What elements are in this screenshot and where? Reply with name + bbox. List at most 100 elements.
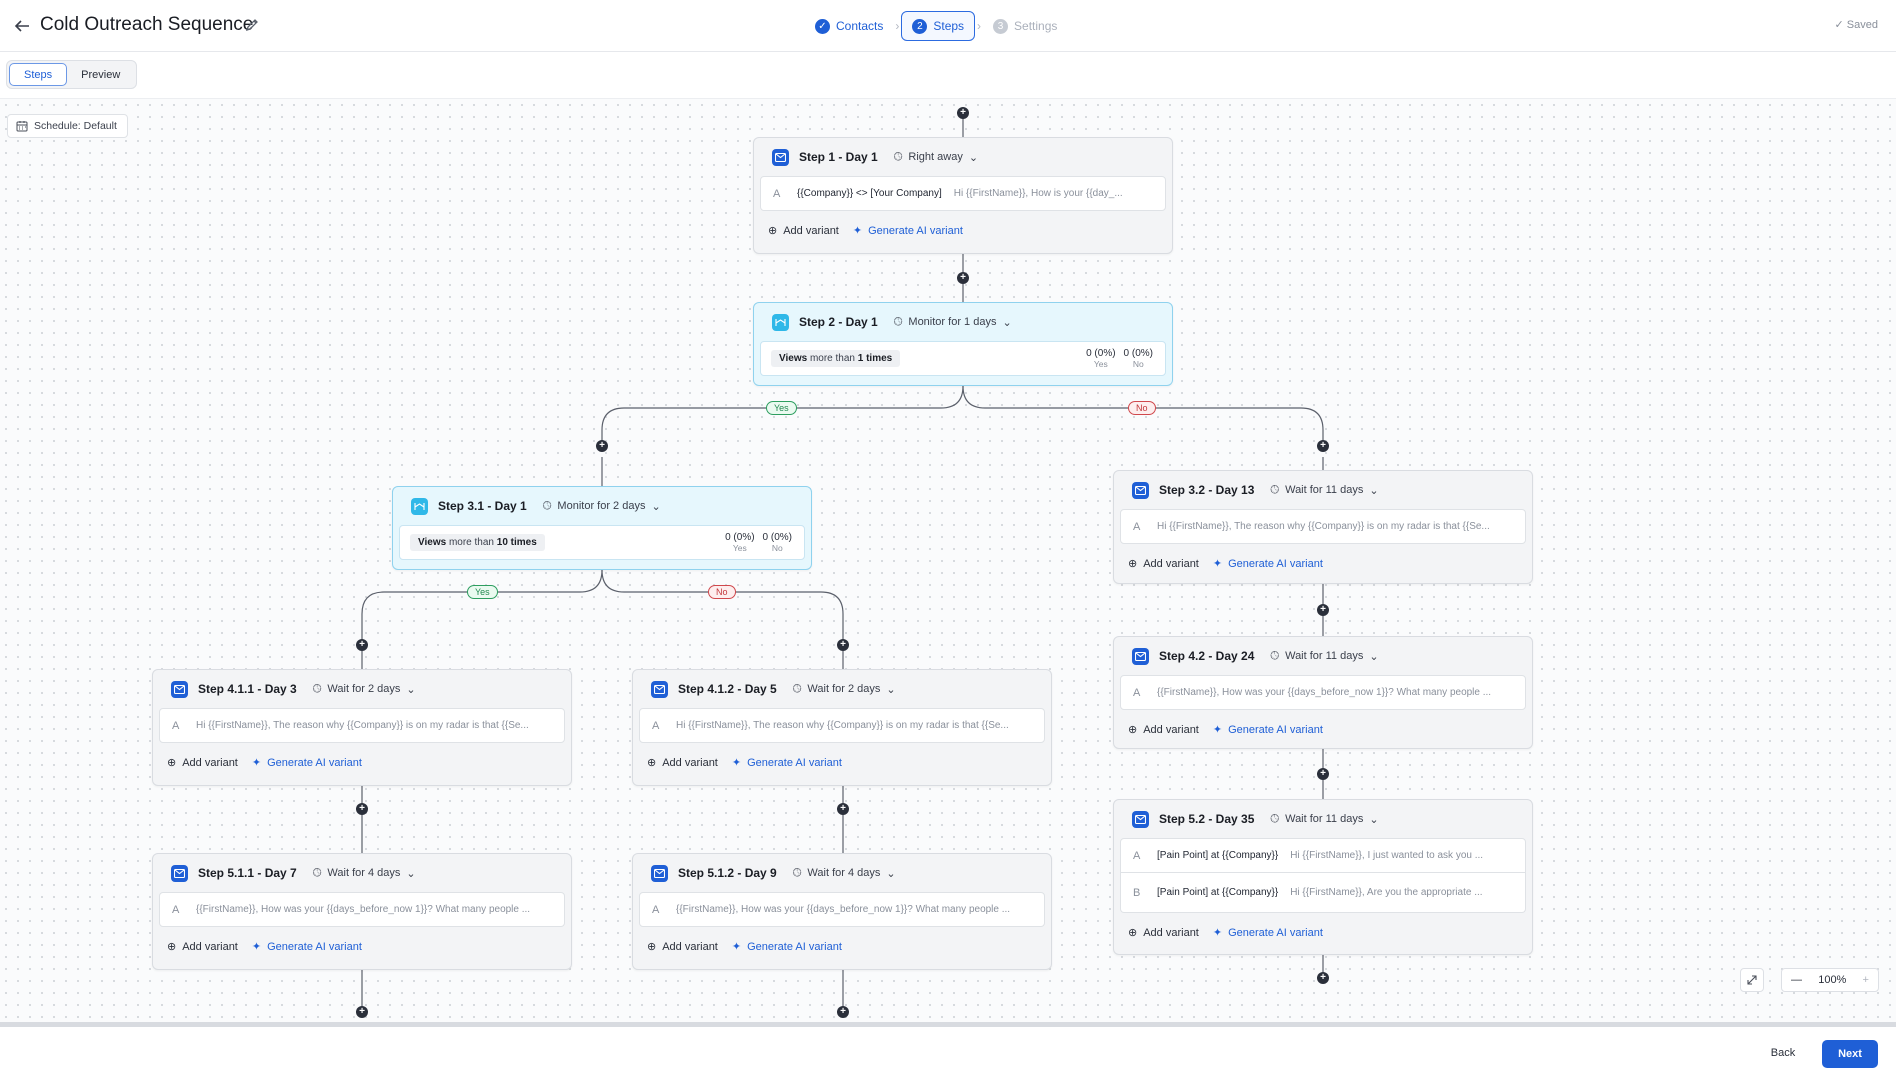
check-icon: ✓ [815, 18, 830, 34]
add-step-button[interactable]: + [1317, 972, 1329, 984]
step-card-4-2[interactable]: Step 4.2 - Day 24 🕓︎Wait for 11 days⌄ A … [1113, 636, 1533, 749]
zoom-in-button[interactable]: + [1862, 974, 1869, 986]
wizard-step-settings[interactable]: 3 Settings [983, 11, 1067, 41]
variant-row[interactable]: A {{FirstName}}, How was your {{days_bef… [1120, 675, 1526, 710]
add-step-button[interactable]: + [356, 639, 368, 651]
add-step-button[interactable]: + [957, 107, 969, 119]
next-button[interactable]: Next [1822, 1040, 1878, 1068]
generate-ai-variant-button[interactable]: ✦Generate AI variant [251, 940, 362, 954]
variant-row[interactable]: A {{FirstName}}, How was your {{days_bef… [159, 892, 565, 927]
chevron-right-icon: › [977, 19, 982, 33]
timing-label: Wait for 11 days [1285, 650, 1364, 662]
sparkles-icon: ✦ [731, 941, 742, 953]
variant-body: Hi {{FirstName}}, Are you the appropriat… [1290, 887, 1483, 898]
wizard-step-steps[interactable]: 2 Steps [901, 11, 976, 41]
monitor-condition[interactable]: Views more than 10 times 0 (0%)Yes 0 (0%… [399, 525, 805, 560]
timing-label: Wait for 2 days [327, 683, 401, 695]
tab-steps[interactable]: Steps [9, 63, 68, 86]
variant-subject: {{Company}} <> [Your Company] [797, 188, 942, 199]
no-label: No [771, 543, 783, 553]
mail-icon [772, 148, 789, 166]
variant-row[interactable]: B [Pain Point] at {{Company}} Hi {{First… [1120, 873, 1526, 913]
footer-bar [0, 1027, 1896, 1075]
generate-ai-variant-button[interactable]: ✦Generate AI variant [1213, 926, 1323, 940]
step-card-5-1-2[interactable]: Step 5.1.2 - Day 9 🕓︎Wait for 4 days⌄ A … [632, 853, 1052, 970]
generate-ai-variant-button[interactable]: ✦ Generate AI variant [1212, 557, 1323, 571]
timing-dropdown[interactable]: 🕓︎Right away⌄ [894, 151, 978, 164]
add-variant-button[interactable]: ⊕Add variant [167, 756, 238, 770]
timing-dropdown[interactable]: 🕓︎Wait for 11 days⌄ [1270, 813, 1378, 826]
add-variant-button[interactable]: ⊕Add variant [167, 940, 238, 954]
sparkles-icon: ✦ [251, 941, 262, 953]
variant-letter: A [773, 187, 781, 200]
tab-preview[interactable]: Preview [81, 68, 121, 81]
step-card-5-1-1[interactable]: Step 5.1.1 - Day 7 🕓︎Wait for 4 days⌄ A … [152, 853, 572, 970]
generate-ai-variant-button[interactable]: ✦Generate AI variant [252, 756, 362, 770]
chevron-down-icon: ⌄ [1369, 650, 1379, 663]
add-variant-button[interactable]: ⊕Add variant [768, 224, 839, 238]
generate-ai-variant-button[interactable]: ✦Generate AI variant [732, 756, 842, 770]
step-card-3-2[interactable]: Step 3.2 - Day 13 🕓︎Wait for 11 days⌄ A … [1113, 470, 1533, 584]
timing-dropdown[interactable]: 🕓︎Wait for 4 days⌄ [313, 867, 416, 880]
zoom-out-button[interactable]: — [1791, 974, 1802, 986]
step-card-5-2[interactable]: Step 5.2 - Day 35 🕓︎Wait for 11 days⌄ A … [1113, 799, 1533, 955]
add-step-button[interactable]: + [356, 803, 368, 815]
add-variant-button[interactable]: ⊕Add variant [1128, 723, 1199, 737]
add-variant-button[interactable]: ⊕Add variant [647, 756, 718, 770]
timing-dropdown[interactable]: 🕓︎Monitor for 2 days⌄ [543, 500, 661, 513]
add-step-button[interactable]: + [1317, 440, 1329, 452]
variant-row[interactable]: A {{FirstName}}, How was your {{days_bef… [639, 892, 1045, 927]
add-variant-button[interactable]: ⊕Add variant [1128, 557, 1199, 571]
generate-ai-variant-button[interactable]: ✦Generate AI variant [731, 940, 842, 954]
monitor-condition[interactable]: Views more than 1 times 0 (0%)Yes 0 (0%)… [760, 341, 1166, 376]
step-number-badge: 2 [912, 18, 928, 34]
step-card-1[interactable]: Step 1 - Day 1 🕓︎Right away⌄ A {{Company… [753, 137, 1173, 254]
stat-no: 0 (0%)No [1124, 348, 1153, 369]
timing-dropdown[interactable]: 🕓︎Wait for 11 days⌄ [1270, 650, 1378, 663]
edit-pencil-icon[interactable] [244, 17, 260, 33]
mail-icon [1132, 647, 1149, 665]
variant-row[interactable]: A {{Company}} <> [Your Company] Hi {{Fir… [760, 176, 1166, 211]
plus-circle-icon: ⊕ [647, 757, 657, 769]
add-step-button[interactable]: + [957, 272, 969, 284]
timing-dropdown[interactable]: 🕓︎Monitor for 1 days⌄ [894, 316, 1012, 329]
yes-branch-label: Yes [467, 585, 498, 599]
horizontal-scrollbar[interactable] [0, 1022, 1896, 1027]
timing-dropdown[interactable]: 🕓︎Wait for 4 days⌄ [793, 867, 896, 880]
add-step-button[interactable]: + [837, 639, 849, 651]
clock-icon: 🕓︎ [1270, 812, 1280, 825]
back-arrow-icon[interactable] [10, 14, 34, 38]
step-card-4-1-1[interactable]: Step 4.1.1 - Day 3 🕓︎Wait for 2 days⌄ A … [152, 669, 572, 786]
sparkles-icon: ✦ [1212, 558, 1223, 570]
add-step-button[interactable]: + [1317, 604, 1329, 616]
generate-ai-label: Generate AI variant [1228, 557, 1323, 570]
condition-metric: Views [418, 537, 447, 548]
timing-dropdown[interactable]: 🕓︎Wait for 11 days⌄ [1270, 484, 1378, 497]
timing-label: Monitor for 2 days [557, 500, 646, 512]
stat-no: 0 (0%)No [763, 532, 792, 553]
add-variant-button[interactable]: ⊕Add variant [1128, 926, 1199, 940]
generate-ai-variant-button[interactable]: ✦Generate AI variant [1213, 723, 1323, 737]
variant-row[interactable]: A [Pain Point] at {{Company}} Hi {{First… [1120, 838, 1526, 873]
branch-stats: 0 (0%)Yes 0 (0%)No [1086, 348, 1153, 369]
schedule-button[interactable]: Schedule: Default [7, 114, 128, 138]
top-bar: Cold Outreach Sequence ✓ Contacts › 2 St… [0, 0, 1896, 52]
add-step-button[interactable]: + [596, 440, 608, 452]
add-variant-button[interactable]: ⊕Add variant [647, 940, 718, 954]
variant-row[interactable]: A Hi {{FirstName}}, The reason why {{Com… [1120, 509, 1526, 544]
variant-row[interactable]: A Hi {{FirstName}}, The reason why {{Com… [639, 708, 1045, 743]
timing-dropdown[interactable]: 🕓︎Wait for 2 days⌄ [313, 683, 416, 696]
add-step-button[interactable]: + [356, 1006, 368, 1018]
timing-dropdown[interactable]: 🕓︎Wait for 2 days⌄ [793, 683, 896, 696]
variant-row[interactable]: A Hi {{FirstName}}, The reason why {{Com… [159, 708, 565, 743]
add-step-button[interactable]: + [837, 803, 849, 815]
generate-ai-variant-button[interactable]: ✦Generate AI variant [853, 224, 963, 238]
add-step-button[interactable]: + [1317, 768, 1329, 780]
back-button[interactable]: Back [1770, 1047, 1796, 1059]
step-card-3-1[interactable]: Step 3.1 - Day 1 🕓︎Monitor for 2 days⌄ V… [392, 486, 812, 570]
add-step-button[interactable]: + [837, 1006, 849, 1018]
step-card-2[interactable]: Step 2 - Day 1 🕓︎Monitor for 1 days⌄ Vie… [753, 302, 1173, 386]
fit-view-button[interactable] [1740, 968, 1764, 992]
wizard-step-contacts[interactable]: ✓ Contacts [805, 11, 893, 41]
step-card-4-1-2[interactable]: Step 4.1.2 - Day 5 🕓︎Wait for 2 days⌄ A … [632, 669, 1052, 786]
